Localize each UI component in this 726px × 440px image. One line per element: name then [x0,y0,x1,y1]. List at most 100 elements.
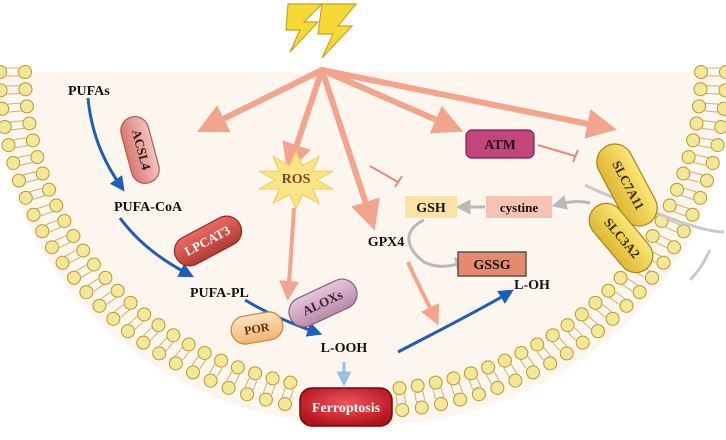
lipid-head [22,116,37,131]
lipid-tail [8,110,22,113]
lipid-head [0,101,10,116]
lipid-tail [59,241,71,249]
lipid-tail [234,374,240,384]
lipid-head [30,150,45,165]
lipid-tail [182,351,190,361]
lipid-tail [20,161,33,166]
lipid-head [605,311,620,326]
lipid-tail [15,144,29,149]
lipid-head [676,224,691,239]
lipid-tail [683,187,697,193]
lipid-head [714,120,726,135]
lipid-head [632,285,647,300]
lipid-tail [422,390,426,402]
lipid-head [0,120,12,135]
acsl4-capsule [120,116,160,184]
lipid-head [57,213,72,228]
lipid-head [66,228,81,243]
lipid-head [685,207,700,222]
lipid-head [719,65,726,79]
lipid-head [18,82,33,97]
lipid-tail [165,342,174,352]
lipid-head [694,65,708,79]
lipid-tail [281,387,286,398]
lipid-head [152,346,167,361]
lipid-tail [262,382,268,393]
lipid-head [613,270,628,285]
lipid-tail [596,309,606,318]
ros-label: ROS [282,172,311,187]
lipid-tail [120,309,130,318]
lipid-head [497,353,512,368]
lipid-tail [627,278,639,286]
ferroptosis-capsule [299,387,393,427]
lipid-head [98,270,113,285]
lipid-head [166,328,181,343]
lipid-tail [602,304,612,313]
lipid-head [55,255,70,270]
lipid-head [35,166,50,181]
lipid-tail [697,144,711,149]
lipid-tail [143,327,152,336]
lipid-head [490,380,505,395]
lipid-tail [40,211,53,217]
lipid-tail [9,120,23,123]
lipid-tail [23,171,36,176]
lipid-head [240,387,255,402]
lipid-tail [11,127,25,131]
slc7a11-capsule [596,143,658,227]
lipid-head [86,257,101,272]
lipid-tail [13,137,27,141]
lipid-head [221,380,236,395]
lipid-tail [37,204,50,210]
lipid-tail [687,178,701,183]
inhibit-slc7a11 [537,144,579,163]
cystine-box [486,196,552,218]
lipid-head [12,173,27,188]
lipid-head [67,270,82,285]
lipid-head [453,392,468,407]
lipid-tail [588,316,598,325]
lipid-head [6,155,21,170]
lipid-head [575,335,590,350]
lipid-tail [69,256,81,264]
cystine-label: cystine [500,200,539,215]
inhibit-gsh [369,165,403,188]
lipid-tail [6,92,20,95]
lipid-head [471,387,486,402]
lipid-head [705,155,720,170]
lipid-tail [510,364,518,374]
lipid-tail [693,161,706,166]
lipid-tail [458,382,464,393]
lipid-head [203,373,218,388]
por-label: POR [243,320,271,338]
lipid-head [136,335,151,350]
lipid-head [79,285,94,300]
lipid-tail [536,351,544,361]
lipid-tail [582,321,592,330]
lipid-tail [191,356,199,366]
lipid-tail [476,377,482,388]
gsh-label: GSH [416,201,446,216]
atm-label: ATM [484,138,516,153]
lipid-head [645,228,660,243]
lipid-tail [226,371,233,382]
lipid-head [434,397,449,412]
lipid-head [248,366,263,381]
lipid-tail [440,387,445,398]
lipid-tail [54,235,67,242]
lipid-head [718,83,726,98]
pufa-coa-label: PUFA-CoA [114,200,183,215]
lipid-tail [29,187,43,193]
lipid-head [265,371,280,386]
lipid-head [545,328,560,343]
lipid-head [277,397,292,412]
lipid-head [392,381,407,396]
lipid-tail [699,137,713,141]
lipid-head [26,207,41,222]
por-capsule [230,311,284,345]
pufas-label: PUFAs [68,84,110,99]
lipid-head [18,190,33,205]
lipid-tail [134,321,144,330]
lipid-tail [468,380,474,390]
